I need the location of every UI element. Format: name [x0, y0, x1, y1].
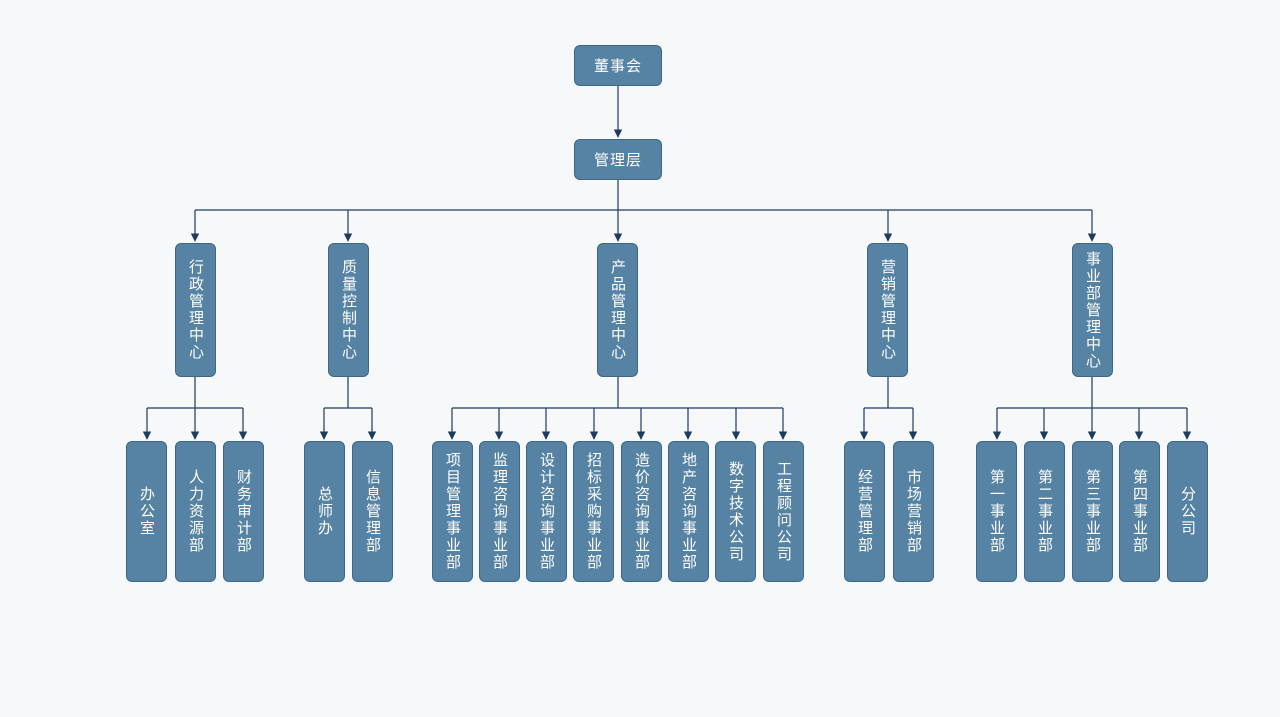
- board-label: 董事会: [593, 57, 642, 75]
- department-node: 经营管理部: [844, 441, 885, 582]
- department-node: 第一事业部: [976, 441, 1017, 582]
- department-label: 地产咨询事业部: [680, 452, 698, 571]
- department-label: 数字技术公司: [727, 460, 745, 563]
- department-node: 总师办: [304, 441, 345, 582]
- department-label: 信息管理部: [364, 469, 382, 554]
- department-label: 总师办: [316, 486, 334, 537]
- center-label: 产品管理中心: [609, 259, 627, 361]
- department-node: 分公司: [1167, 441, 1208, 582]
- department-label: 第二事业部: [1036, 469, 1054, 554]
- board-node: 董事会: [574, 45, 662, 86]
- department-node: 第四事业部: [1119, 441, 1160, 582]
- department-label: 分公司: [1179, 486, 1197, 537]
- center-marketing: 营销管理中心: [867, 243, 908, 377]
- department-label: 招标采购事业部: [585, 452, 603, 571]
- center-quality: 质量控制中心: [328, 243, 369, 377]
- department-node: 招标采购事业部: [573, 441, 614, 582]
- center-division: 事业部管理中心: [1072, 243, 1113, 377]
- center-admin: 行政管理中心: [175, 243, 216, 377]
- department-label: 第一事业部: [988, 469, 1006, 554]
- center-label: 质量控制中心: [340, 259, 358, 361]
- department-node: 信息管理部: [352, 441, 393, 582]
- department-node: 监理咨询事业部: [479, 441, 520, 582]
- department-label: 办公室: [138, 486, 156, 537]
- department-node: 地产咨询事业部: [668, 441, 709, 582]
- department-label: 造价咨询事业部: [633, 452, 651, 571]
- department-label: 经营管理部: [856, 469, 874, 554]
- department-label: 财务审计部: [235, 469, 253, 554]
- department-node: 设计咨询事业部: [526, 441, 567, 582]
- department-label: 项目管理事业部: [444, 452, 462, 571]
- management-label: 管理层: [593, 151, 642, 169]
- department-node: 数字技术公司: [715, 441, 756, 582]
- center-label: 事业部管理中心: [1084, 250, 1102, 370]
- management-node: 管理层: [574, 139, 662, 180]
- department-node: 办公室: [126, 441, 167, 582]
- department-node: 第三事业部: [1072, 441, 1113, 582]
- department-label: 第三事业部: [1084, 469, 1102, 554]
- department-node: 市场营销部: [893, 441, 934, 582]
- department-node: 造价咨询事业部: [621, 441, 662, 582]
- department-label: 第四事业部: [1131, 469, 1149, 554]
- department-label: 市场营销部: [905, 469, 923, 554]
- center-label: 行政管理中心: [187, 259, 205, 361]
- department-node: 工程顾问公司: [763, 441, 804, 582]
- department-node: 项目管理事业部: [432, 441, 473, 582]
- department-node: 财务审计部: [223, 441, 264, 582]
- department-node: 第二事业部: [1024, 441, 1065, 582]
- department-label: 人力资源部: [187, 469, 205, 554]
- center-label: 营销管理中心: [879, 259, 897, 361]
- department-node: 人力资源部: [175, 441, 216, 582]
- department-label: 监理咨询事业部: [491, 452, 509, 571]
- center-product: 产品管理中心: [597, 243, 638, 377]
- department-label: 设计咨询事业部: [538, 452, 556, 571]
- department-label: 工程顾问公司: [775, 460, 793, 563]
